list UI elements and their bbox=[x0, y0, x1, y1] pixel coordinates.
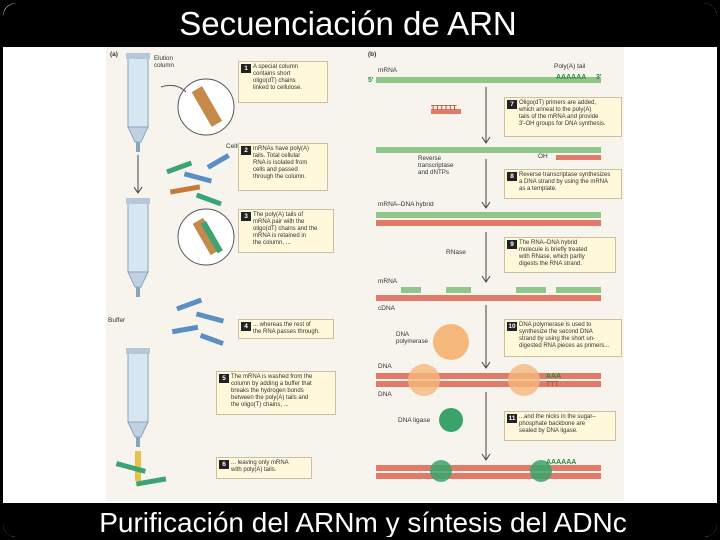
step-8: 8 Reverse transcriptase synthesizes a DN… bbox=[504, 169, 622, 199]
figure-illustration bbox=[115, 53, 601, 487]
step-text: ... leaving only mRNA with poly(A) tails… bbox=[231, 460, 289, 473]
step-6: 6 ... leaving only mRNA with poly(A) tai… bbox=[216, 457, 312, 479]
dna-ligase-label: DNA ligase bbox=[398, 417, 431, 424]
mrna-strand-1 bbox=[376, 77, 601, 83]
step-10: 10 DNA polymerase is used to synthesize … bbox=[504, 319, 622, 357]
oligo-dt-primer bbox=[431, 109, 461, 114]
step-text: A special column contains short oligo(dT… bbox=[253, 64, 303, 91]
elution-column-label: Elution column bbox=[154, 55, 174, 69]
figure-panel: (a) (b) Elution column Cellulose Buffer … bbox=[106, 47, 624, 501]
step-text: mRNAs have poly(A) tails. Total cellular… bbox=[253, 146, 310, 180]
dna-polymerase-step bbox=[376, 324, 601, 396]
step-text: ...and the nicks in the sugar– phosphate… bbox=[519, 414, 596, 434]
aaa-label: AAA bbox=[546, 373, 562, 380]
step-2: 2 mRNAs have poly(A) tails. Total cellul… bbox=[238, 143, 328, 191]
step-text: Oligo(dT) primers are added, which annea… bbox=[519, 100, 606, 127]
step-number: 11 bbox=[507, 414, 517, 423]
step-number: 5 bbox=[219, 374, 229, 383]
hybrid-strand bbox=[376, 212, 601, 226]
mrna-polya bbox=[115, 461, 167, 487]
mrna-strand-2 bbox=[376, 147, 601, 160]
column-1 bbox=[126, 53, 150, 152]
dna-polymerase-label: DNA polymerase bbox=[396, 331, 428, 345]
process-arrows bbox=[133, 87, 491, 461]
step-number: 10 bbox=[507, 322, 517, 331]
step-number: 9 bbox=[507, 240, 517, 249]
step-5: 5 The mRNA is washed from the column by … bbox=[216, 371, 336, 415]
mrna-label: mRNA bbox=[378, 67, 398, 74]
ttt-label: TTT bbox=[546, 381, 559, 388]
step-3: 3 The poly(A) tails of mRNA pair with th… bbox=[238, 209, 334, 253]
step-text: The mRNA is washed from the column by ad… bbox=[231, 374, 313, 408]
step-4: 4 ... whereas the rest of the RNA passes… bbox=[238, 319, 334, 339]
dna-ligase-step bbox=[376, 408, 601, 482]
buffer-label: Buffer bbox=[108, 317, 126, 324]
three-prime-label: 3' bbox=[596, 74, 602, 81]
rna-passes bbox=[171, 297, 225, 346]
reverse-transcriptase-text: Reverse transcriptase and dNTPs bbox=[418, 155, 454, 176]
step-11: 11 ...and the nicks in the sugar– phosph… bbox=[504, 411, 616, 441]
bottom-bar bbox=[3, 503, 717, 537]
step-text: Reverse transcriptase synthesizes a DNA … bbox=[519, 172, 611, 192]
dna-bottom-label: DNA bbox=[378, 391, 392, 398]
rnase-digested bbox=[376, 287, 601, 301]
step-1: 1 A special column contains short oligo(… bbox=[238, 61, 328, 103]
aaaaaa-bottom-label: AAAAAA bbox=[546, 459, 577, 466]
rna-mix bbox=[166, 153, 230, 207]
dna-top-label: DNA bbox=[378, 363, 392, 370]
step-number: 1 bbox=[241, 64, 251, 73]
cdna-label: cDNA bbox=[378, 305, 395, 312]
step-number: 4 bbox=[241, 322, 251, 331]
mrna-dna-hybrid-label: mRNA–DNA hybrid bbox=[378, 201, 434, 208]
aaaaaa-label: AAAAAA bbox=[556, 74, 587, 81]
step-number: 6 bbox=[219, 460, 229, 469]
slide-title: Secuenciación de ARN bbox=[179, 5, 517, 42]
tttttt-label: TTTTTT bbox=[431, 105, 457, 112]
rnase-label: RNase bbox=[446, 249, 466, 256]
polya-tail-label: Poly(A) tail bbox=[554, 63, 586, 70]
step-text: DNA polymerase is used to synthesize the… bbox=[519, 322, 610, 349]
column-2 bbox=[126, 198, 150, 297]
step-text: The poly(A) tails of mRNA pair with the … bbox=[253, 212, 318, 246]
step-number: 2 bbox=[241, 146, 251, 155]
step-text: ... whereas the rest of the RNA passes t… bbox=[253, 322, 320, 335]
slide-subtitle: Purificación del ARNm y síntesis del ADN… bbox=[99, 507, 627, 538]
reverse-transcriptase-label: Reverse transcriptase and dNTPs bbox=[418, 155, 453, 176]
step-text: The RNA–DNA hybrid molecule is briefly t… bbox=[519, 240, 588, 267]
mrna2-label: mRNA bbox=[378, 278, 398, 285]
magnifier-2 bbox=[177, 208, 235, 266]
oh-label: OH bbox=[538, 153, 548, 160]
step-9: 9 The RNA–DNA hybrid molecule is briefly… bbox=[504, 237, 616, 273]
step-7: 7 Oligo(dT) primers are added, which ann… bbox=[504, 97, 622, 137]
magnifier-1 bbox=[160, 78, 235, 136]
step-number: 7 bbox=[507, 100, 517, 109]
panel-a-label: (a) bbox=[110, 51, 118, 58]
column-3 bbox=[126, 348, 150, 481]
title-bar bbox=[3, 3, 717, 47]
step-number: 8 bbox=[507, 172, 517, 181]
step-number: 3 bbox=[241, 212, 251, 221]
dna-polymerase-text: DNA polymerase bbox=[396, 331, 428, 345]
five-prime-label: 5' bbox=[368, 77, 374, 84]
panel-b-label: (b) bbox=[368, 51, 377, 58]
